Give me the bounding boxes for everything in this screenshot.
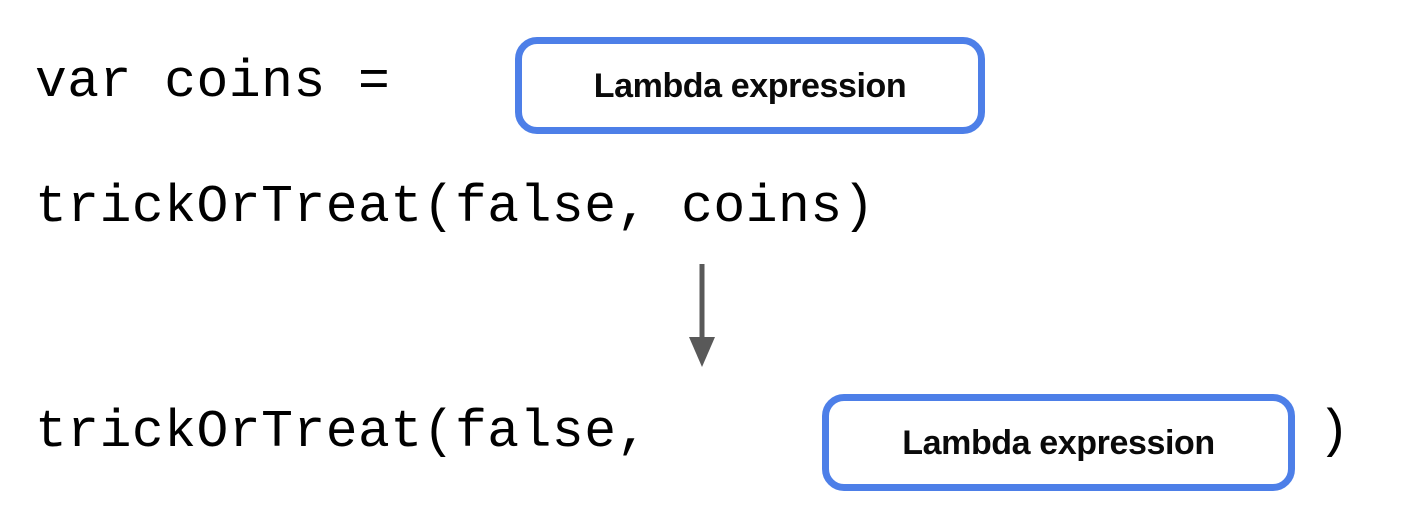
lambda-expression-chip-top[interactable]: Lambda expression (515, 37, 985, 134)
lambda-expression-chip-top-label: Lambda expression (593, 66, 907, 105)
lambda-expression-chip-bottom[interactable]: Lambda expression (822, 394, 1295, 491)
code-call-after-prefix: trickOrTreat(false, (35, 402, 682, 462)
transformation-arrow-icon (689, 264, 715, 367)
code-call-after-suffix: ) (1318, 402, 1351, 462)
code-line-before-2: trickOrTreat(false, coins) (35, 181, 875, 234)
code-call-before: trickOrTreat(false, coins) (35, 177, 875, 237)
code-assignment-prefix: var coins = (35, 52, 423, 112)
lambda-expression-chip-bottom-label: Lambda expression (902, 423, 1215, 462)
code-line-after: trickOrTreat(false, (35, 406, 681, 459)
code-line-before-1: var coins = (35, 56, 423, 109)
code-call-after-suffix-wrapper: ) (1318, 406, 1350, 459)
